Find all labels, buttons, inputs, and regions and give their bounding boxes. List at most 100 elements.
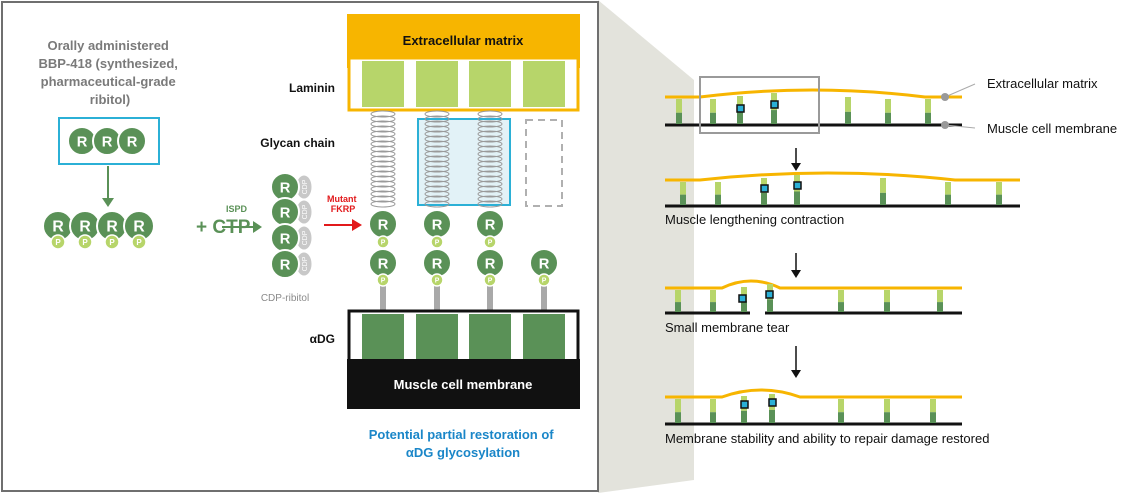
glycan-coil [477, 170, 503, 178]
linker-bottom [767, 299, 773, 312]
linker-top [737, 96, 743, 112]
ribitol-letter: R [102, 134, 113, 150]
glycan-coil [477, 185, 503, 193]
glycan-coil [424, 190, 450, 198]
linker-bottom [945, 194, 951, 205]
ribitol-node [270, 249, 300, 279]
zoom-frame [699, 76, 820, 134]
phosphate-node [50, 234, 66, 250]
ecm-label-right: Extracellular matrix [987, 76, 1098, 91]
ribitol-letter: R [77, 134, 88, 150]
step-label-2: Small membrane tear [665, 320, 790, 335]
glycan-coil [424, 180, 450, 188]
linker-bottom [741, 300, 747, 312]
phosphate-node [131, 234, 147, 250]
ecm-label: Extracellular matrix [403, 33, 524, 48]
ecm-pointer-dot [941, 93, 949, 101]
linker-top [715, 182, 721, 195]
ribitol-letter: R [378, 256, 389, 272]
step-arrow-head [791, 370, 801, 378]
phosphate-letter: P [488, 277, 493, 284]
linker-top [675, 399, 681, 413]
linker-bottom [676, 112, 682, 124]
step-label-1: Muscle lengthening contraction [665, 212, 844, 227]
glycan-marker [760, 184, 769, 193]
glycan-coil [477, 190, 503, 198]
ribitol-letter: R [280, 205, 291, 221]
linker-bottom [794, 191, 800, 205]
linker-bottom [710, 302, 716, 312]
glycan-coil [424, 185, 450, 193]
glycan-coil [477, 175, 503, 183]
glycan-coil [370, 120, 396, 128]
linker-top [741, 287, 747, 301]
phosphate-letter: P [435, 239, 440, 246]
glycan-coil [424, 165, 450, 173]
phosphate-letter: P [542, 277, 547, 284]
glycan-coil [370, 195, 396, 203]
phosphate-letter: P [136, 238, 142, 247]
glycan-coil [424, 200, 450, 208]
cdp-ribitol-label: CDP-ribitol [261, 293, 309, 304]
ecm-line [665, 88, 962, 99]
adg-stem [541, 275, 547, 315]
ribitol-letter: R [485, 256, 496, 272]
membrane-pointer-line [944, 124, 976, 129]
linker-top [884, 290, 890, 303]
glycan-marker [770, 100, 779, 109]
phosphate-letter: P [435, 277, 440, 284]
linker-bottom [710, 412, 716, 423]
linker-bottom [715, 194, 721, 205]
glycan-coil [477, 145, 503, 153]
phosphate-node [376, 273, 390, 287]
glycan-coil [424, 135, 450, 143]
glycan-coil [477, 200, 503, 208]
linker-top [838, 399, 844, 413]
glycan-coil [370, 165, 396, 173]
linker-bottom [737, 111, 743, 124]
glycan-chain-label: Glycan chain [260, 136, 335, 150]
missing-glycan-box [525, 119, 563, 207]
adg-blocks [362, 314, 565, 359]
ribitol-letter: R [106, 219, 118, 236]
linker-bottom [885, 112, 891, 124]
linker-bottom [675, 302, 681, 312]
membrane-steps [665, 88, 1020, 426]
glycan-coil [370, 140, 396, 148]
linker-top [930, 399, 936, 413]
phosphate-node [537, 273, 551, 287]
restoration-text: Potential partial restoration of αDG gly… [369, 427, 558, 460]
ribitol-letter: R [133, 219, 145, 236]
phosphate-node [483, 273, 497, 287]
linker-top [675, 290, 681, 303]
glycan-coil [477, 180, 503, 188]
step-arrow-head [791, 270, 801, 278]
adg-stem [487, 275, 493, 315]
glycan-coil [477, 155, 503, 163]
phosphate-node [430, 273, 444, 287]
phosphate-letter: P [381, 239, 386, 246]
phosphate-letter: P [55, 238, 61, 247]
ecm-line [665, 388, 962, 399]
linker-bottom [761, 192, 767, 205]
linker-top [710, 290, 716, 303]
linker-top [885, 99, 891, 113]
glycan-coil [370, 155, 396, 163]
glycan-coil [424, 120, 450, 128]
glycan-coil [424, 115, 450, 123]
glycan-coil [370, 190, 396, 198]
glycan-coil [370, 110, 396, 118]
membrane-label: Muscle cell membrane [394, 377, 533, 392]
glycan-coil [477, 135, 503, 143]
glycan-coil [424, 160, 450, 168]
glycan-coil [477, 140, 503, 148]
glycan-coil [370, 175, 396, 183]
glycan-coil [424, 170, 450, 178]
laminin-label: Laminin [289, 81, 335, 95]
linker-bottom [680, 194, 686, 205]
adg-label: αDG [310, 332, 335, 346]
glycan-coil [424, 145, 450, 153]
glycan-coil [370, 115, 396, 123]
ribitol-node [117, 126, 147, 156]
